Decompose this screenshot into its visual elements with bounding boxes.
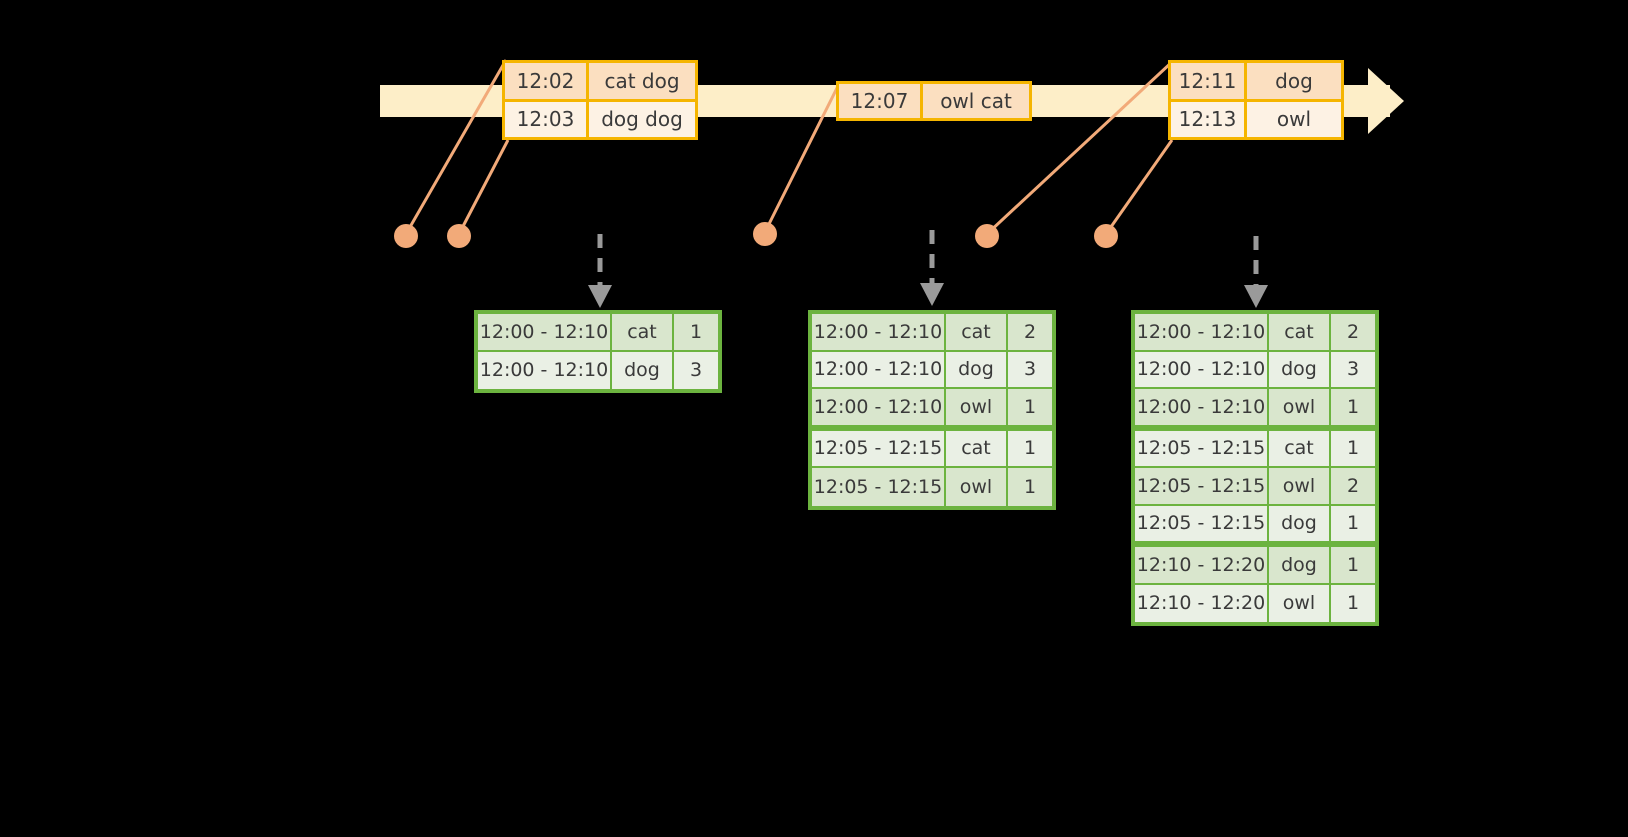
event-dot-2	[447, 224, 471, 248]
window-cell: 12:00 - 12:10	[478, 351, 612, 389]
event-time: 12:11	[1171, 63, 1247, 99]
event-words: owl cat	[923, 84, 1029, 118]
event-words: cat dog	[589, 63, 695, 99]
word-cell: owl	[1269, 468, 1331, 506]
word-cell: cat	[946, 430, 1008, 468]
event-dot-1	[394, 224, 418, 248]
window-cell: 12:10 - 12:20	[1135, 584, 1269, 622]
event-time: 12:02	[505, 63, 589, 99]
event-time: 12:07	[839, 84, 923, 118]
word-cell: cat	[946, 314, 1008, 352]
connector-line-2	[457, 139, 510, 235]
event-dot-3	[753, 222, 777, 246]
word-cell: cat	[1269, 430, 1331, 468]
event-words: dog	[1247, 63, 1341, 99]
count-cell: 1	[1008, 430, 1052, 468]
word-cell: dog	[1269, 505, 1331, 543]
count-cell: 1	[674, 314, 718, 352]
word-cell: owl	[1269, 584, 1331, 622]
window-cell: 12:00 - 12:10	[812, 389, 946, 427]
count-cell: 2	[1331, 314, 1375, 352]
window-cell: 12:05 - 12:15	[812, 468, 946, 506]
event-dot-5	[1094, 224, 1118, 248]
event-group-b: 12:07 owl cat	[836, 81, 1032, 121]
count-cell: 2	[1331, 468, 1375, 506]
event-row: 12:07 owl cat	[839, 84, 1029, 118]
word-cell: owl	[946, 389, 1008, 427]
count-cell: 1	[1331, 389, 1375, 427]
count-cell: 3	[1008, 351, 1052, 389]
count-cell: 1	[1331, 547, 1375, 585]
window-cell: 12:05 - 12:15	[1135, 505, 1269, 543]
dashed-arrow-head-3	[1244, 285, 1268, 308]
connector-line-5	[1104, 139, 1174, 235]
window-cell: 12:05 - 12:15	[1135, 430, 1269, 468]
word-cell: dog	[1269, 547, 1331, 585]
word-cell: dog	[1269, 351, 1331, 389]
window-cell: 12:00 - 12:10	[1135, 389, 1269, 427]
count-cell: 1	[1008, 389, 1052, 427]
dashed-arrow-head-1	[588, 285, 612, 308]
event-time: 12:13	[1171, 101, 1247, 137]
window-cell: 12:00 - 12:10	[1135, 314, 1269, 352]
count-cell: 1	[1331, 430, 1375, 468]
event-group-c: 12:11 dog 12:13 owl	[1168, 60, 1344, 140]
window-cell: 12:00 - 12:10	[1135, 351, 1269, 389]
word-cell: owl	[1269, 389, 1331, 427]
event-row: 12:02 cat dog	[505, 63, 695, 99]
event-group-a: 12:02 cat dog 12:03 dog dog	[502, 60, 698, 140]
event-words: owl	[1247, 101, 1341, 137]
window-cell: 12:05 - 12:15	[812, 430, 946, 468]
count-cell: 2	[1008, 314, 1052, 352]
count-cell: 1	[1331, 505, 1375, 543]
count-cell: 1	[1331, 584, 1375, 622]
window-cell: 12:00 - 12:10	[478, 314, 612, 352]
word-cell: cat	[1269, 314, 1331, 352]
dashed-arrow-head-2	[920, 283, 944, 306]
event-row: 12:03 dog dog	[505, 98, 695, 137]
count-cell: 1	[1008, 468, 1052, 506]
event-row: 12:13 owl	[1171, 98, 1341, 137]
event-dot-4	[975, 224, 999, 248]
event-time: 12:03	[505, 101, 589, 137]
window-cell: 12:10 - 12:20	[1135, 547, 1269, 585]
window-cell: 12:00 - 12:10	[812, 351, 946, 389]
word-cell: dog	[946, 351, 1008, 389]
timeline-arrowhead	[1368, 68, 1404, 134]
event-words: dog dog	[589, 101, 695, 137]
event-row: 12:11 dog	[1171, 63, 1341, 99]
word-cell: dog	[612, 351, 674, 389]
window-cell: 12:00 - 12:10	[812, 314, 946, 352]
count-cell: 3	[674, 351, 718, 389]
window-cell: 12:05 - 12:15	[1135, 468, 1269, 506]
word-cell: owl	[946, 468, 1008, 506]
word-cell: cat	[612, 314, 674, 352]
count-cell: 3	[1331, 351, 1375, 389]
